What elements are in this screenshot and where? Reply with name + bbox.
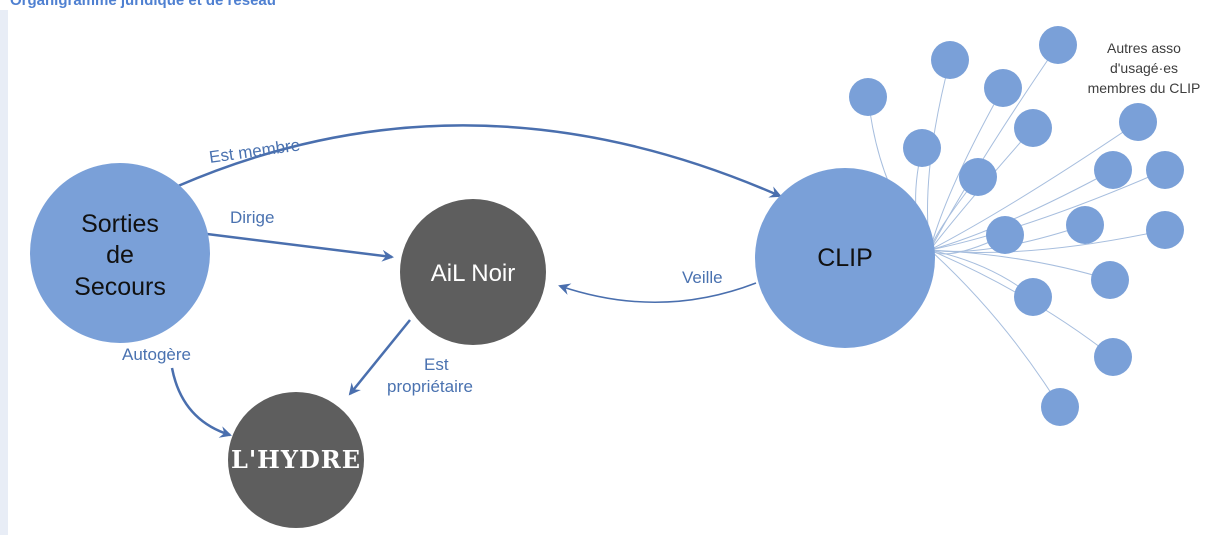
hydre-logo-text: L'HYDRE <box>231 445 361 474</box>
others-note-line3: membres du CLIP <box>1088 80 1201 96</box>
label-dirige: Dirige <box>230 208 274 227</box>
member-spoke <box>929 249 1061 408</box>
caption-strip: Organigramme juridique et de réseau <box>0 0 1231 10</box>
label-proprietaire-line1: Est <box>424 355 449 374</box>
edge-est-membre <box>177 124 782 198</box>
sorties-line1: Sorties <box>81 210 159 238</box>
member-association-circle <box>1066 206 1104 244</box>
member-association-circle <box>986 216 1024 254</box>
member-spoke <box>929 249 1111 281</box>
member-association-circle <box>1039 26 1077 64</box>
member-association-circle <box>903 129 941 167</box>
member-association-circle <box>1091 261 1129 299</box>
member-association-circle <box>1094 338 1132 376</box>
member-association-circle <box>1119 103 1157 141</box>
label-proprietaire-line2: propriétaire <box>387 377 473 396</box>
edge-veille <box>558 282 757 304</box>
sorties-line2: de <box>106 241 134 269</box>
member-spoke <box>929 44 1059 251</box>
member-association-circle <box>1014 278 1052 316</box>
member-association-circle <box>959 158 997 196</box>
member-associations <box>849 26 1184 426</box>
label-est-membre: Est membre <box>208 135 301 167</box>
member-spoke <box>929 87 1004 251</box>
others-note: Autres asso d'usagé·es membres du CLIP <box>1088 40 1201 96</box>
member-association-circle <box>1014 109 1052 147</box>
member-association-circle <box>1094 151 1132 189</box>
member-association-circle <box>1146 151 1184 189</box>
sorties-line3: Secours <box>74 273 166 301</box>
member-spoke <box>929 229 1166 253</box>
edge-autogere <box>170 367 232 438</box>
member-spoke <box>929 127 1034 251</box>
figure-caption: Organigramme juridique et de réseau <box>10 0 276 9</box>
member-association-circle <box>1041 388 1079 426</box>
clip-label: CLIP <box>817 244 873 272</box>
member-association-circle <box>849 78 887 116</box>
member-association-circle <box>931 41 969 79</box>
edge-proprietaire <box>348 319 411 396</box>
member-association-circle <box>984 69 1022 107</box>
member-spoke <box>929 169 1166 251</box>
page-margin <box>0 0 8 535</box>
member-spoke <box>929 121 1139 251</box>
others-note-line1: Autres asso <box>1107 40 1181 56</box>
others-note-line2: d'usagé·es <box>1110 60 1178 76</box>
node-clip: CLIP <box>755 168 935 348</box>
edge-dirige <box>206 232 394 262</box>
node-ail-noir: AiL Noir <box>400 199 546 345</box>
ail-noir-label: AiL Noir <box>431 260 515 287</box>
member-association-circle <box>1146 211 1184 249</box>
label-autogere: Autogère <box>122 345 191 364</box>
node-hydre: L'HYDRE <box>228 392 364 528</box>
node-sorties-de-secours: Sorties de Secours <box>30 163 210 343</box>
label-veille: Veille <box>682 268 723 287</box>
